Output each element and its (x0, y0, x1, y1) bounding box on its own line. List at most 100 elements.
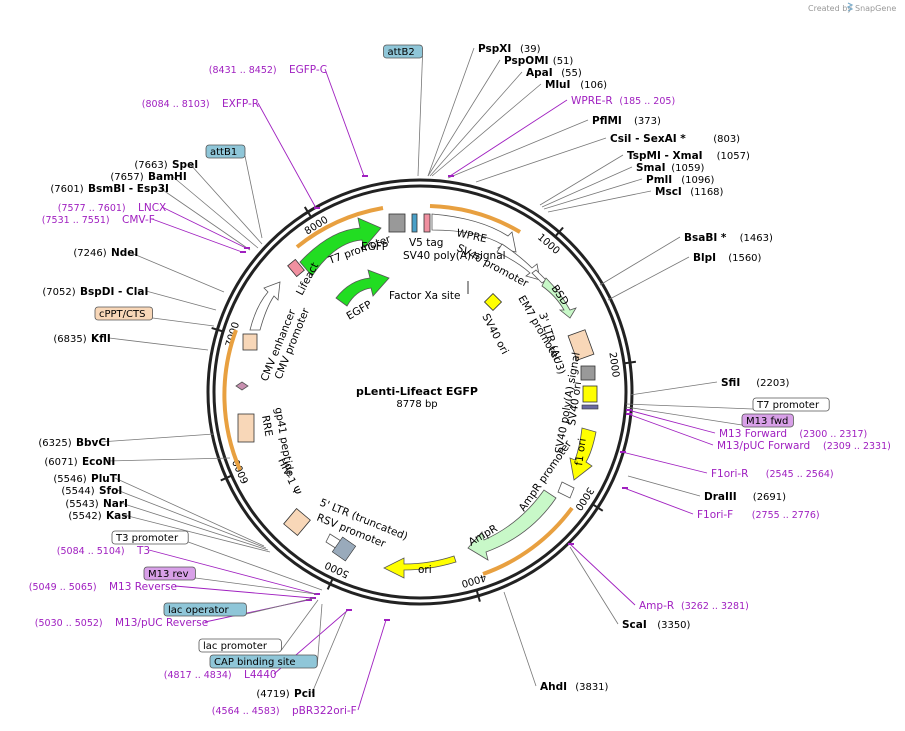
boxed-label-bg[interactable] (383, 44, 423, 59)
primer-label[interactable]: Amp-R (639, 600, 674, 612)
v5-tag-block[interactable] (411, 213, 418, 233)
f1-ori-arrow[interactable] (569, 427, 597, 481)
boxed-leader (244, 155, 263, 239)
egfp-inner-arrow[interactable] (335, 269, 390, 307)
label-factor-xa: Factor Xa site (389, 290, 460, 302)
enzyme-label[interactable]: KflI (91, 333, 111, 345)
primer-pos: (5049 .. 5065) (29, 582, 97, 593)
enzyme-pos: (2203) (756, 378, 789, 389)
primer-label[interactable]: pBR322ori-F (292, 705, 357, 717)
primer-label[interactable]: L4440 (244, 669, 277, 681)
boxed-label-bg[interactable] (111, 530, 189, 545)
enzyme-label[interactable]: BlpI (693, 252, 716, 264)
t7-m13-block[interactable] (581, 404, 599, 410)
enzyme-leader (627, 475, 701, 497)
enzyme-label[interactable]: CsiI - SexAI * (610, 133, 686, 145)
label-sv40-polya-1: SV40 poly(A) signal (403, 250, 506, 262)
lifeact-box[interactable] (287, 258, 305, 278)
ampr-arc (482, 506, 574, 576)
primer-label[interactable]: M13 Reverse (109, 581, 177, 593)
enzyme-label[interactable]: PciI (294, 688, 315, 700)
enzyme-label[interactable]: BbvCI (76, 437, 110, 449)
enzyme-label[interactable]: TspMI - XmaI (627, 150, 703, 162)
primer-label[interactable]: WPRE-R (571, 95, 613, 107)
boxed-label[interactable]: CAP binding site (214, 657, 296, 668)
boxed-label-bg[interactable] (198, 638, 282, 653)
boxed-label-bg[interactable] (163, 602, 247, 617)
enzyme-label[interactable]: MluI (545, 79, 570, 91)
primer-label[interactable]: M13/pUC Reverse (115, 617, 208, 629)
enzyme-label[interactable]: KasI (106, 510, 131, 522)
boxed-label[interactable]: lac operator (168, 605, 229, 616)
primer-label[interactable]: F1ori-F (697, 509, 733, 521)
enzyme-label[interactable]: AhdI (540, 681, 567, 693)
enzyme-label[interactable]: SpeI (172, 159, 198, 171)
bsd-arrow[interactable] (541, 277, 577, 319)
boxed-label[interactable]: lac promoter (203, 641, 268, 652)
enzyme-label[interactable]: SfiI (721, 377, 740, 389)
primer-label[interactable]: M13/pUC Forward (717, 440, 810, 452)
cmv-arrow[interactable] (249, 281, 281, 331)
enzyme-label[interactable]: PspXI (478, 43, 511, 55)
primer-label[interactable]: CMV-F (122, 214, 155, 226)
boxed-label-bg[interactable] (741, 413, 794, 428)
attb2-block[interactable] (388, 213, 406, 233)
enzyme-label[interactable]: EcoNI (82, 456, 115, 468)
enzyme-label[interactable]: NarI (103, 498, 128, 510)
boxed-label[interactable]: T3 promoter (115, 533, 179, 544)
sv40-polya-block[interactable] (580, 365, 596, 381)
linker-block[interactable] (423, 213, 431, 233)
boxed-label-bg[interactable] (209, 654, 318, 669)
ampr-arrow[interactable] (467, 489, 557, 561)
sv40-ori-1-mark[interactable] (483, 292, 503, 312)
enzyme-label[interactable]: PmlI (646, 174, 672, 186)
boxed-label[interactable]: T7 promoter (756, 400, 820, 411)
boxed-label[interactable]: attB2 (388, 47, 415, 58)
enzyme-label[interactable]: PspOMI (504, 55, 549, 67)
ampr-promoter-arrow[interactable] (557, 481, 575, 499)
primer-label[interactable]: F1ori-R (711, 468, 748, 480)
enzyme-leader (429, 71, 523, 177)
enzyme-label[interactable]: DraIII (704, 491, 737, 503)
enzyme-leader (541, 166, 633, 208)
enzyme-label[interactable]: MscI (655, 186, 682, 198)
rre-block[interactable] (237, 413, 255, 443)
ltr3-block[interactable] (567, 329, 595, 361)
primer-label[interactable]: LNCX (138, 202, 166, 214)
enzyme-label[interactable]: ApaI (526, 67, 553, 79)
gp41-mark[interactable] (235, 381, 249, 391)
primer-pos: (8084 .. 8103) (142, 99, 210, 110)
enzyme-label[interactable]: BsmBI - Esp3I (88, 183, 169, 195)
boxed-label-bg[interactable] (205, 144, 246, 159)
primer-label[interactable]: T3 (136, 545, 150, 557)
boxed-label-bg[interactable] (752, 397, 830, 412)
sv40-promoter-arrow[interactable] (496, 243, 541, 281)
enzyme-label[interactable]: ScaI (622, 619, 647, 631)
enzyme-leader (145, 290, 217, 311)
primer-label[interactable]: EGFP-C (289, 64, 327, 76)
backbone-inner (212, 184, 628, 600)
em7-arrow[interactable] (531, 269, 547, 284)
boxed-label[interactable]: M13 rev (148, 569, 189, 580)
primer-label[interactable]: EXFP-R (222, 98, 259, 110)
enzyme-label[interactable]: BamHI (148, 171, 187, 183)
enzyme-label[interactable]: PflMI (592, 115, 622, 127)
enzyme-label[interactable]: BspDI - ClaI (80, 286, 148, 298)
boxed-label-bg[interactable] (143, 566, 196, 581)
sv40-ori-2-block[interactable] (582, 385, 598, 403)
enzyme-label[interactable]: NdeI (111, 247, 138, 259)
hiv1-psi-block[interactable] (283, 507, 311, 537)
ori-arrow[interactable] (383, 555, 457, 579)
boxed-label-bg[interactable] (94, 306, 153, 321)
egfp-outer-arrow[interactable] (299, 217, 382, 277)
boxed-label[interactable]: attB1 (210, 147, 237, 158)
ltr5-block[interactable] (331, 536, 357, 562)
enzyme-label[interactable]: SfoI (99, 485, 122, 497)
primer-label[interactable]: M13 Forward (719, 428, 787, 440)
enzyme-label[interactable]: SmaI (636, 162, 666, 174)
enzyme-label[interactable]: PluTI (91, 473, 121, 485)
enzyme-label[interactable]: BsaBI * (684, 232, 727, 244)
boxed-label[interactable]: cPPT/CTS (99, 309, 145, 320)
cppt-block[interactable] (242, 333, 258, 351)
boxed-label[interactable]: M13 fwd (746, 416, 788, 427)
